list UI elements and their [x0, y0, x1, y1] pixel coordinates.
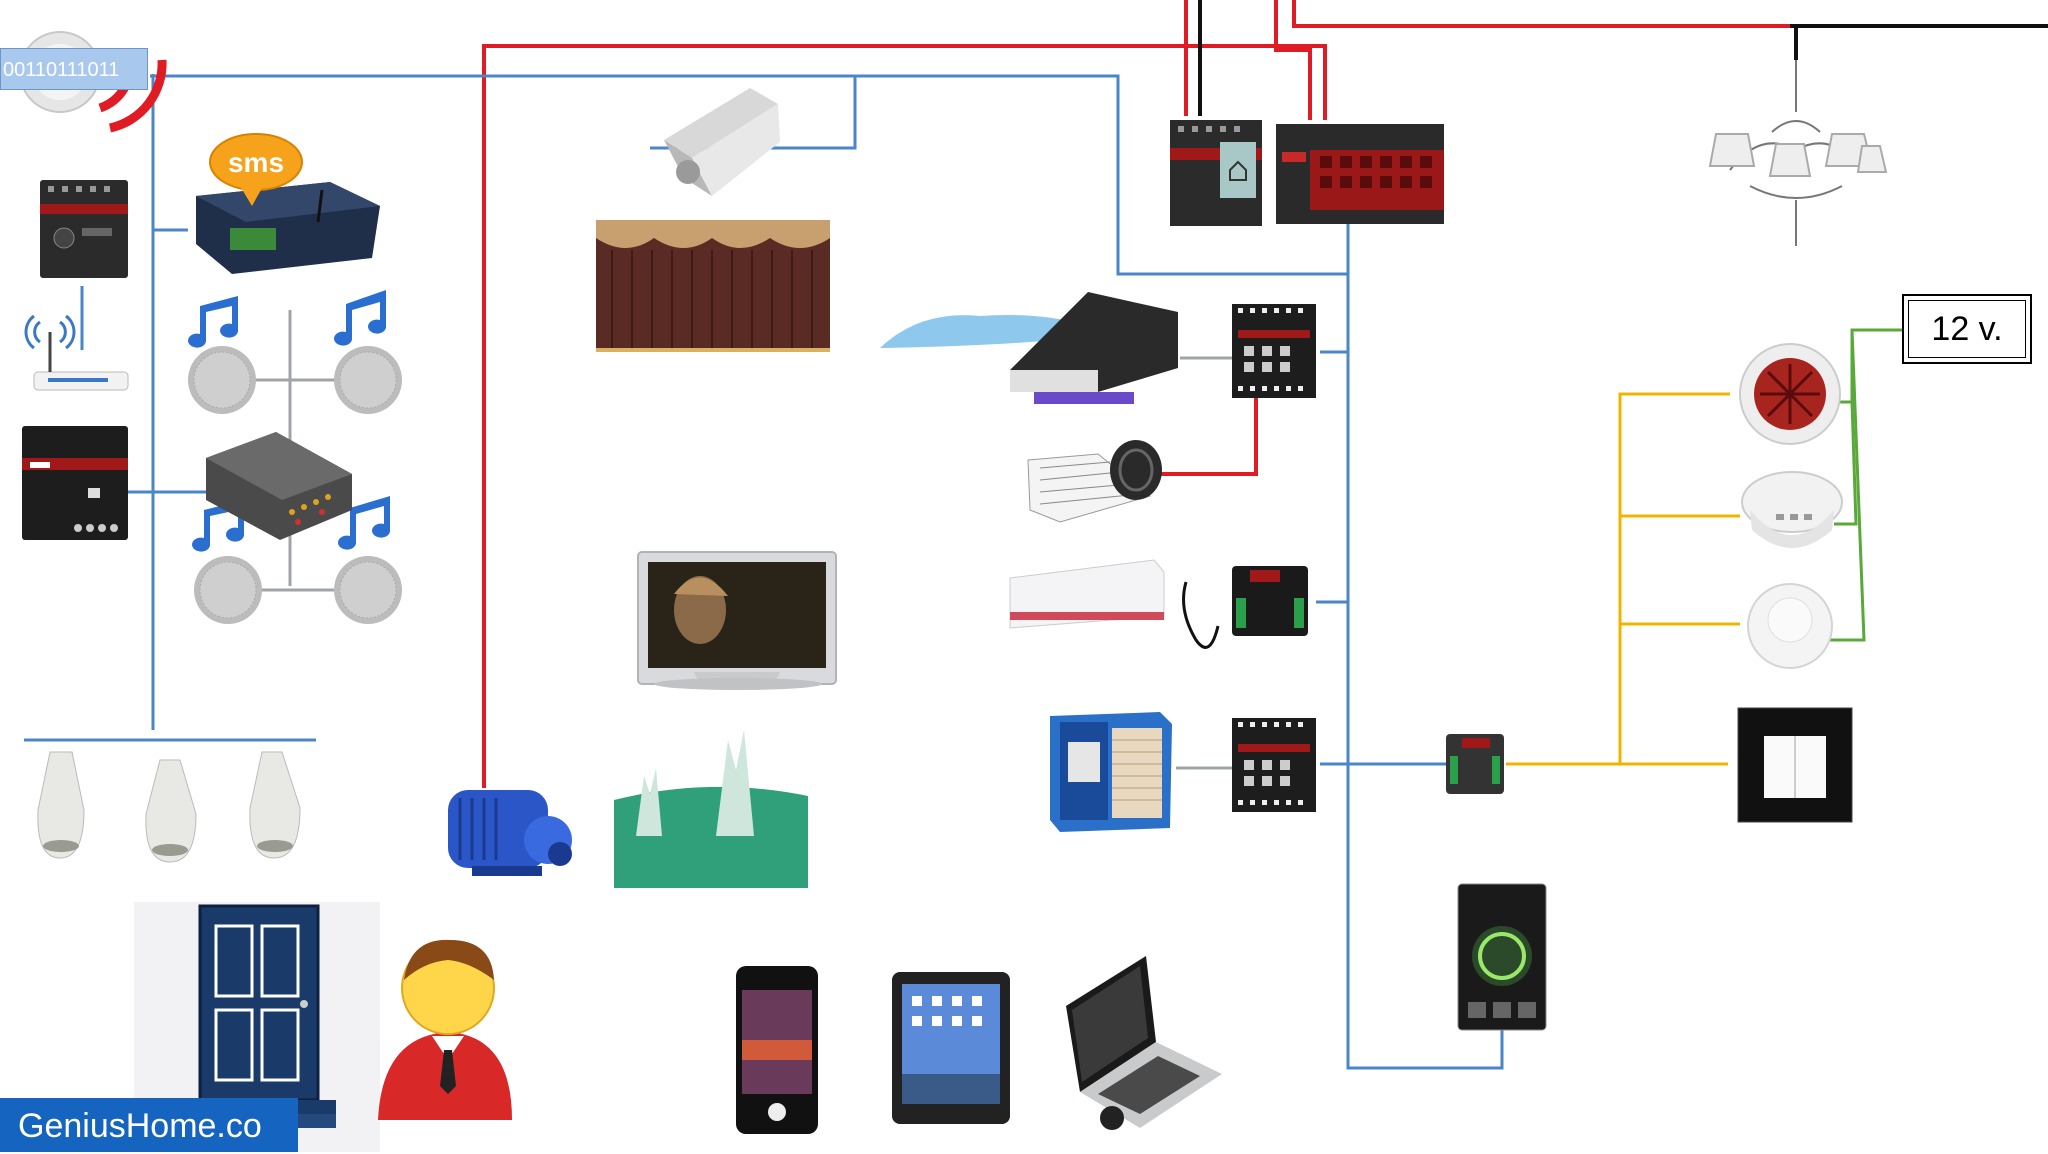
- tis-controller-icon: [40, 180, 128, 278]
- music-note-icon: [334, 290, 387, 346]
- ceiling-speaker-icon: [194, 556, 262, 624]
- touch-panel-icon: [1457, 883, 1547, 1031]
- tablet-icon: [892, 972, 1010, 1124]
- gas-detector-icon: [1747, 583, 1833, 669]
- laptop-icon: [1066, 956, 1222, 1130]
- music-note-icon: [188, 296, 239, 348]
- red-power-lines: [482, 0, 1790, 788]
- tis-controller-icon: [1232, 718, 1316, 812]
- sms-label: sms: [228, 147, 284, 178]
- evaporative-cooler-icon: [1050, 712, 1172, 832]
- motion-sensor-icon: [37, 751, 85, 859]
- binary-code-label: 00110111011: [0, 48, 148, 90]
- tv-icon: [637, 551, 837, 690]
- user-avatar-icon: [378, 939, 512, 1120]
- motion-sensor-icon: [249, 751, 301, 859]
- blue-bus-lines: [24, 74, 1504, 1070]
- ceiling-speaker-icon: [334, 556, 402, 624]
- relay-module-icon: [1446, 734, 1504, 794]
- tis-controller-icon: [22, 426, 128, 540]
- smartphone-icon: [736, 966, 818, 1134]
- relay-module-icon: [1276, 124, 1444, 224]
- fan-coil-icon: [880, 292, 1178, 404]
- audio-controller-icon: [206, 432, 352, 540]
- black-lines: [1198, 0, 2048, 116]
- green-supply-lines: [1830, 328, 1902, 642]
- music-note-icon: [192, 500, 245, 552]
- chandelier-icon: [1708, 60, 1888, 246]
- ceiling-speaker-icon: [188, 346, 256, 414]
- curtain-motor-icon: [664, 88, 780, 196]
- floor-heating-icon: [1027, 440, 1162, 523]
- water-pump-icon: [448, 790, 572, 876]
- wifi-router-icon: [24, 314, 129, 391]
- voltage-label-box: 12 v.: [1902, 294, 2032, 364]
- fountain-icon: [614, 730, 808, 888]
- motion-sensor-icon: [145, 759, 197, 863]
- fire-alarm-icon: [1739, 343, 1841, 445]
- sms-module-icon: sms: [196, 133, 380, 274]
- orange-sensor-lines: [1506, 392, 1740, 766]
- din-controller-icon: [1170, 120, 1262, 226]
- ir-module-icon: [1232, 566, 1308, 636]
- smoke-detector-icon: [1741, 471, 1843, 548]
- stage-curtain-icon: [596, 220, 830, 352]
- air-conditioner-icon: [1009, 559, 1220, 649]
- ceiling-speaker-icon: [334, 346, 402, 414]
- wall-switch-icon: [1737, 707, 1853, 823]
- tis-controller-icon: [1232, 304, 1316, 398]
- watermark: GeniusHome.co: [0, 1098, 298, 1152]
- voltage-label: 12 v.: [1908, 300, 2026, 358]
